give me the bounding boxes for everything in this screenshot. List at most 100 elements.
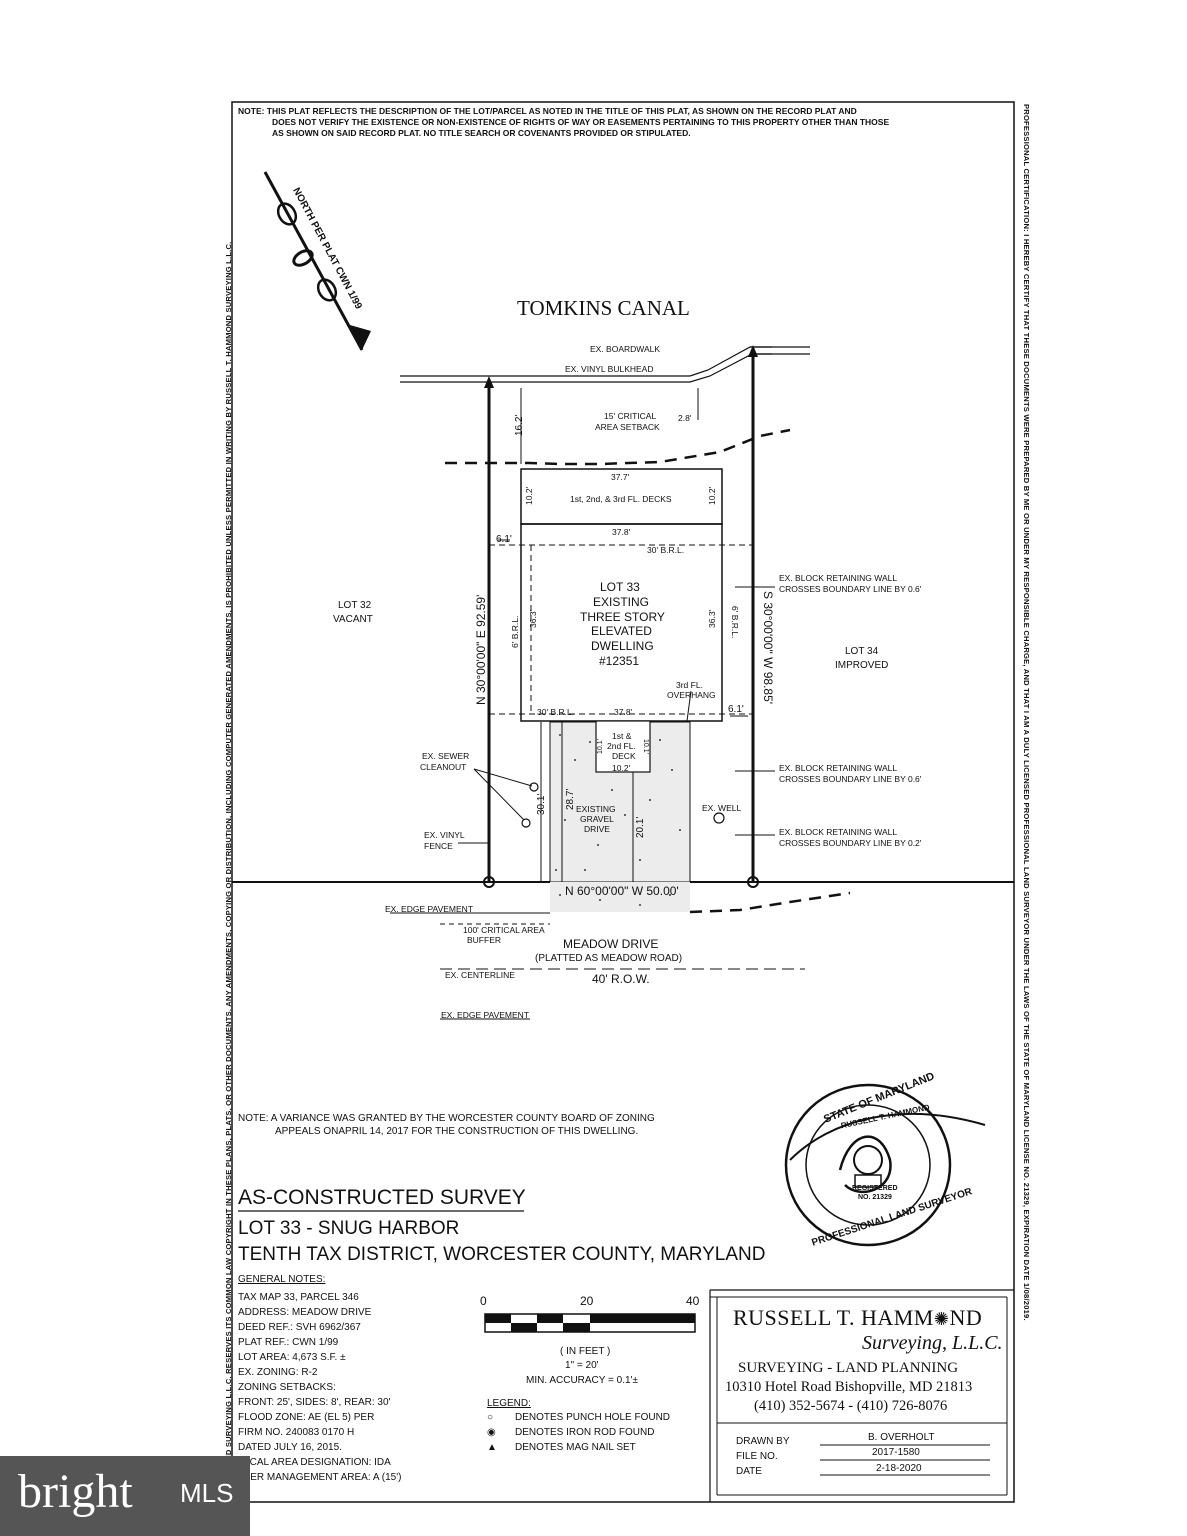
dwelling-label: DWELLING	[591, 639, 654, 653]
wall3-label-1: EX. BLOCK RETAINING WALL	[779, 827, 898, 837]
dim-10-2a: 10.2'	[524, 486, 534, 505]
general-notes-list: TAX MAP 33, PARCEL 346 ADDRESS: MEADOW D…	[238, 1290, 478, 1485]
file-no-label: FILE NO.	[736, 1451, 778, 1462]
wall3-label-2: CROSSES BOUNDARY LINE BY 0.2'	[779, 838, 922, 848]
critical-setback-label-1: 15' CRITICAL	[604, 411, 657, 421]
scale-bar	[484, 1313, 696, 1333]
drawn-by-label: DRAWN BY	[736, 1436, 790, 1447]
scale-unit: ( IN FEET )	[560, 1346, 611, 1357]
general-note: TAX MAP 33, PARCEL 346	[238, 1292, 359, 1303]
general-note: LOT AREA: 4,673 S.F. ±	[238, 1352, 346, 1363]
dim-37-7: 37.7'	[611, 472, 630, 482]
dim-36-3a: 36.3'	[528, 609, 538, 628]
legend-text: DENOTES MAG NAIL SET	[515, 1442, 636, 1453]
company-name-end: ND	[949, 1305, 983, 1330]
critical-setback-label-2: AREA SETBACK	[595, 422, 660, 432]
top-note-line-1: NOTE: THIS PLAT REFLECTS THE DESCRIPTION…	[238, 106, 857, 116]
lot32-label: LOT 32	[338, 600, 372, 611]
centerline-label: EX. CENTERLINE	[445, 970, 515, 980]
wall2-label-1: EX. BLOCK RETAINING WALL	[779, 763, 898, 773]
general-note: ZONING SETBACKS:	[238, 1382, 336, 1393]
bulkhead-line	[400, 346, 810, 383]
punch-hole-icon: ○	[487, 1412, 494, 1423]
elevated-label: ELEVATED	[591, 624, 652, 638]
well-icon	[713, 812, 725, 824]
west-line-bearing: N 30°00'00" E 92.59'	[474, 594, 488, 705]
edge-pavement-label-1: EX. EDGE PAVEMENT	[385, 904, 474, 914]
survey-title: AS-CONSTRUCTED SURVEY	[238, 1186, 526, 1209]
company-address: 10310 Hotel Road Bishopville, MD 21813	[725, 1379, 973, 1395]
company-phones: (410) 352-5674 - (410) 726-8076	[754, 1398, 948, 1414]
variance-note-1: NOTE: A VARIANCE WAS GRANTED BY THE WORC…	[238, 1113, 655, 1124]
general-note: ADDRESS: MEADOW DRIVE	[238, 1307, 372, 1318]
dim-36-3b: 36.3'	[707, 609, 717, 628]
bright-brand: bright	[18, 1465, 133, 1518]
copyright-notice: T. HAMMOND SURVEYING L.L.C. RESERVES ITS…	[224, 241, 233, 1500]
gravel-label-1: EXISTING	[576, 804, 616, 814]
general-note: FFER MANAGEMENT AREA: A (15')	[238, 1472, 402, 1483]
scale-accuracy: MIN. ACCURACY = 0.1'±	[526, 1375, 638, 1386]
general-note: DEED REF.: SVH 6962/367	[238, 1322, 361, 1333]
top-note-line-2: DOES NOT VERIFY THE EXISTENCE OR NON-EXI…	[272, 117, 890, 127]
platted-name: (PLATTED AS MEADOW ROAD)	[535, 953, 683, 964]
legend-text: DENOTES PUNCH HOLE FOUND	[515, 1412, 671, 1423]
scale-tick-0: 0	[480, 1294, 487, 1308]
scale-tick-20: 20	[580, 1294, 594, 1308]
survey-district: TENTH TAX DISTRICT, WORCESTER COUNTY, MA…	[238, 1244, 766, 1265]
three-story-label: THREE STORY	[580, 610, 665, 624]
bright-mls-logo: bright MLS	[0, 1456, 250, 1536]
dim-20-1: 20.1'	[635, 816, 646, 838]
general-note: PLAT REF.: CWN 1/99	[238, 1337, 339, 1348]
edge-pavement-label-2: EX. EDGE PAVEMENT	[441, 1010, 530, 1020]
east-line-bearing: S 30°00'00" W 98.85'	[761, 591, 775, 705]
brl-6-right: 6' B.R.L.	[730, 606, 740, 639]
general-note: DATED JULY 16, 2015.	[238, 1442, 342, 1453]
boardwalk-label: EX. BOARDWALK	[590, 344, 661, 354]
iron-rod-icon: ◉	[487, 1427, 496, 1438]
company-name-start: RUSSELL T. HAMM	[733, 1305, 934, 1330]
north-arrow-icon	[263, 171, 371, 351]
title-block-frame	[709, 1289, 1014, 1502]
dim-37-8a: 37.8'	[612, 527, 631, 537]
dim-10-2c: 10.2'	[612, 763, 631, 773]
address-number: #12351	[599, 654, 640, 668]
sewer-label-2: CLEANOUT	[420, 762, 467, 772]
critical-setback-line	[445, 428, 791, 466]
fence-label-1: EX. VINYL	[424, 830, 465, 840]
existing-label: EXISTING	[593, 595, 650, 609]
file-no-value: 2017-1580	[872, 1447, 920, 1458]
general-note: FIRM NO. 240083 0170 H	[238, 1427, 355, 1438]
dim-10-2b: 10.2'	[707, 486, 717, 505]
dim-16-2: 16.2'	[514, 414, 525, 436]
sheet-border	[231, 101, 1015, 1503]
fence-label-2: FENCE	[424, 841, 453, 851]
wall2-label-2: CROSSES BOUNDARY LINE BY 0.6'	[779, 774, 922, 784]
rear-deck-label-2: 2nd FL.	[607, 741, 636, 751]
dim-6-1b: 6.1'	[728, 704, 744, 715]
rear-deck-label-3: DECK	[612, 751, 636, 761]
state-seal	[784, 1083, 986, 1247]
overhang-label-2: OVERHANG	[667, 690, 716, 700]
lot33-label: LOT 33	[600, 580, 640, 594]
brl-30-top: 30' B.R.L.	[647, 545, 685, 555]
drawn-by-value: B. OVERHOLT	[868, 1432, 935, 1443]
legend-item: ○ DENOTES PUNCH HOLE FOUND	[487, 1412, 670, 1423]
dim-2-8: 2.8'	[678, 413, 692, 423]
dim-37-8b: 37.8'	[614, 707, 633, 717]
lot34-label: LOT 34	[845, 646, 879, 657]
front-line-bearing: N 60°00'00" W 50.00'	[565, 884, 679, 898]
decks-label: 1st, 2nd, & 3rd FL. DECKS	[570, 494, 672, 504]
road-name: MEADOW DRIVE	[563, 937, 659, 951]
bulkhead-label: EX. VINYL BULKHEAD	[565, 364, 654, 374]
sewer-label-1: EX. SEWER	[422, 751, 470, 761]
legend-title: LEGEND:	[487, 1398, 531, 1409]
company-script: Surveying, L.L.C.	[862, 1332, 1003, 1354]
gravel-label-3: DRIVE	[584, 824, 610, 834]
dim-28-7: 28.7'	[565, 788, 576, 810]
scale-ratio: 1" = 20'	[565, 1360, 599, 1371]
wall1-label-2: CROSSES BOUNDARY LINE BY 0.6'	[779, 584, 922, 594]
dim-6-1a: 6.1'	[496, 534, 512, 545]
bright-suffix: MLS	[180, 1478, 234, 1508]
compass-rose-icon: ✺	[933, 1309, 950, 1329]
